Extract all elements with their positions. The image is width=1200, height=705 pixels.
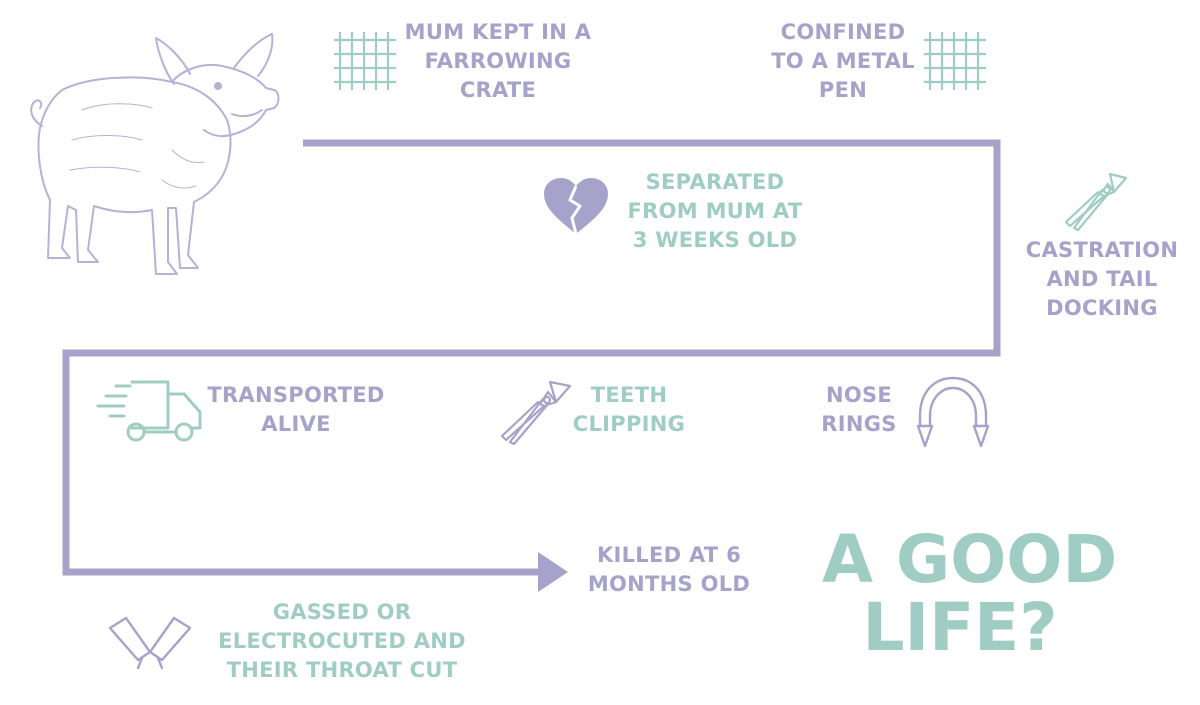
step-castration-label: CASTRATION AND TAIL DOCKING	[1025, 238, 1179, 320]
pliers-icon	[1064, 172, 1128, 232]
step-confined-label: CONFINED TO A METAL PEN	[771, 20, 915, 102]
nose-ring-icon	[916, 376, 990, 448]
cleaver-icon	[108, 616, 192, 670]
truck-icon	[96, 380, 202, 442]
step-separated-label: SEPARATED FROM MUM AT 3 WEEKS OLD	[627, 170, 803, 252]
step-transported-label: TRANSPORTED ALIVE	[207, 383, 385, 436]
step-gassed-label: GASSED OR ELECTROCUTED AND THEIR THROAT …	[218, 600, 466, 682]
step-farrowing-label: MUM KEPT IN A FARROWING CRATE	[404, 20, 592, 102]
step-killed-label: KILLED AT 6 MONTHS OLD	[587, 543, 751, 596]
headline: A GOOD LIFE?	[822, 521, 1118, 666]
grid-icon	[924, 32, 986, 90]
step-teeth-label: TEETH CLIPPING	[572, 383, 686, 436]
grid-icon	[334, 32, 396, 90]
pliers-icon	[500, 380, 572, 446]
step-nose-label: NOSE RINGS	[821, 383, 897, 436]
pig-icon	[30, 33, 280, 275]
broken-heart-icon	[544, 178, 608, 235]
arrow-head-icon	[538, 552, 568, 592]
